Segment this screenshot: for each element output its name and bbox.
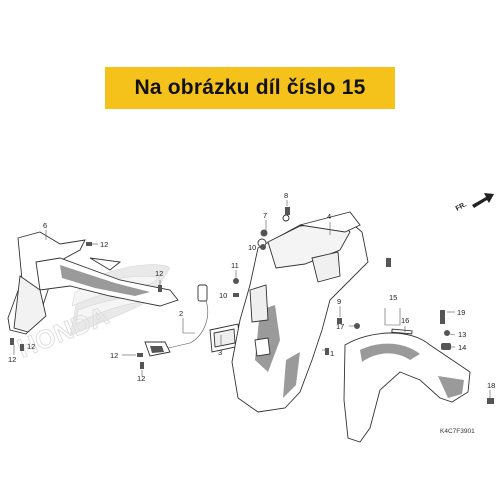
nut-icon bbox=[260, 244, 266, 250]
diagram-code: K4C7F3901 bbox=[440, 428, 475, 435]
grommet-icon bbox=[444, 330, 450, 336]
callout-19: 19 bbox=[457, 308, 465, 317]
grommet-icon bbox=[441, 343, 451, 350]
callout-18: 18 bbox=[487, 381, 495, 390]
callout-14: 14 bbox=[458, 343, 466, 352]
callout-1: 1 bbox=[330, 349, 334, 358]
callout-12: 12 bbox=[27, 342, 35, 351]
bolt-icon bbox=[137, 353, 143, 357]
callout-10: 10 bbox=[248, 243, 256, 252]
callouts: 1 2 3 4 6 7 8 9 10 10 11 12 12 12 12 12 … bbox=[8, 191, 495, 390]
callout-16: 16 bbox=[401, 316, 409, 325]
callout-4: 4 bbox=[327, 212, 331, 221]
nut-icon bbox=[233, 278, 239, 284]
front-direction-arrow: FR. bbox=[455, 193, 494, 213]
callout-12: 12 bbox=[137, 374, 145, 383]
callout-3: 3 bbox=[218, 348, 222, 357]
callout-12: 12 bbox=[8, 355, 16, 364]
bolt-icon bbox=[487, 398, 494, 404]
callout-6: 6 bbox=[43, 221, 47, 230]
part-6-cover bbox=[7, 231, 179, 335]
callout-13: 13 bbox=[458, 330, 466, 339]
bolt-icon bbox=[325, 348, 329, 355]
part-15-mudguard bbox=[343, 328, 471, 443]
bolt-icon bbox=[386, 258, 391, 267]
callout-12: 12 bbox=[100, 240, 108, 249]
callout-17: 17 bbox=[336, 322, 344, 331]
bolt-icon bbox=[233, 293, 239, 297]
bolt-icon bbox=[10, 338, 14, 345]
callout-12: 12 bbox=[155, 269, 163, 278]
fr-label: FR. bbox=[455, 201, 468, 213]
callout-9: 9 bbox=[337, 297, 341, 306]
bolt-icon bbox=[440, 310, 445, 324]
bolt-icon bbox=[20, 344, 24, 351]
bolt-icon bbox=[285, 207, 290, 215]
part-2-wire bbox=[144, 284, 209, 357]
part-number-banner: Na obrázku díl číslo 15 bbox=[105, 67, 395, 109]
hardware-bolts bbox=[10, 207, 494, 404]
callout-10: 10 bbox=[219, 291, 227, 300]
callout-8: 8 bbox=[284, 191, 288, 200]
callout-15: 15 bbox=[389, 293, 397, 302]
clip-icon bbox=[354, 323, 360, 329]
callout-7: 7 bbox=[263, 211, 267, 220]
callout-11: 11 bbox=[231, 261, 239, 270]
callout-2: 2 bbox=[179, 309, 183, 318]
bolt-icon bbox=[158, 285, 162, 292]
bolt-icon bbox=[86, 242, 98, 246]
callout-12: 12 bbox=[110, 351, 118, 360]
leader-lines bbox=[13, 200, 491, 398]
bolt-icon bbox=[140, 362, 144, 369]
bolt-icon bbox=[337, 318, 342, 324]
nut-icon bbox=[260, 229, 268, 237]
